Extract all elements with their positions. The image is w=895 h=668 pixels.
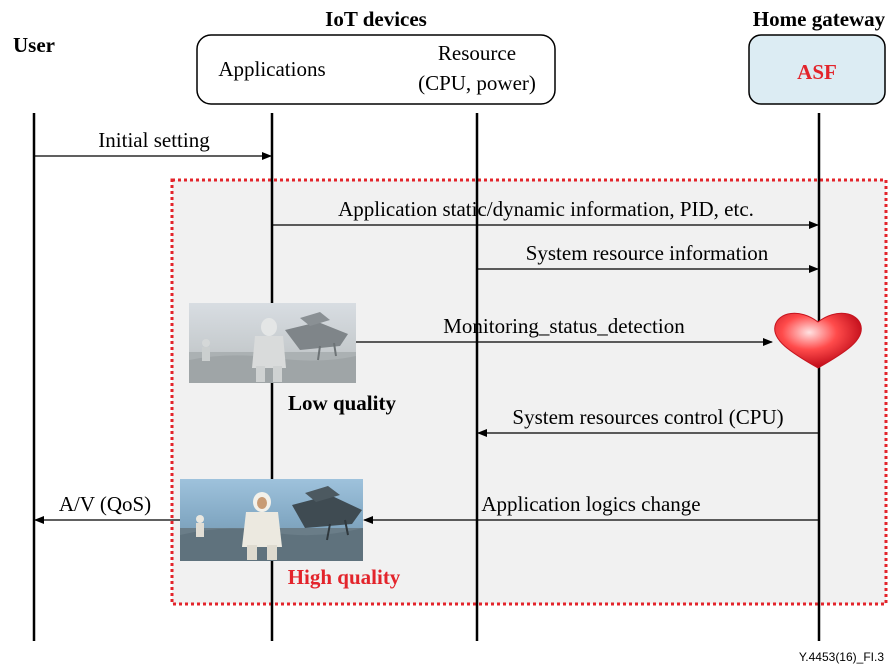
high-quality-image bbox=[180, 479, 363, 561]
system-resource-info-label: System resource information bbox=[526, 241, 769, 265]
low-quality-image bbox=[189, 303, 356, 383]
heart-icon bbox=[774, 312, 862, 369]
asf-box bbox=[748, 34, 886, 105]
resource-label-line1: Resource bbox=[438, 41, 516, 65]
logic-change-label: Application logics change bbox=[481, 492, 700, 516]
monitoring-label: Monitoring_status_detection bbox=[443, 314, 685, 338]
home-gateway-label: Home gateway bbox=[753, 7, 886, 31]
figure-id: Y.4453(16)_FI.3 bbox=[799, 650, 884, 664]
initial-setting-label: Initial setting bbox=[98, 128, 210, 152]
iot-devices-label: IoT devices bbox=[325, 7, 427, 31]
resource-label-line2: (CPU, power) bbox=[418, 71, 536, 95]
high-quality-caption: High quality bbox=[288, 565, 401, 589]
iot-devices-box bbox=[196, 34, 556, 105]
av-qos-label: A/V (QoS) bbox=[59, 492, 151, 516]
resource-control-label: System resources control (CPU) bbox=[512, 405, 783, 429]
low-quality-caption: Low quality bbox=[288, 391, 396, 415]
asf-label: ASF bbox=[797, 60, 837, 84]
applications-label: Applications bbox=[218, 57, 325, 81]
app-info-label: Application static/dynamic information, … bbox=[338, 197, 754, 221]
user-actor-label: User bbox=[13, 33, 55, 57]
